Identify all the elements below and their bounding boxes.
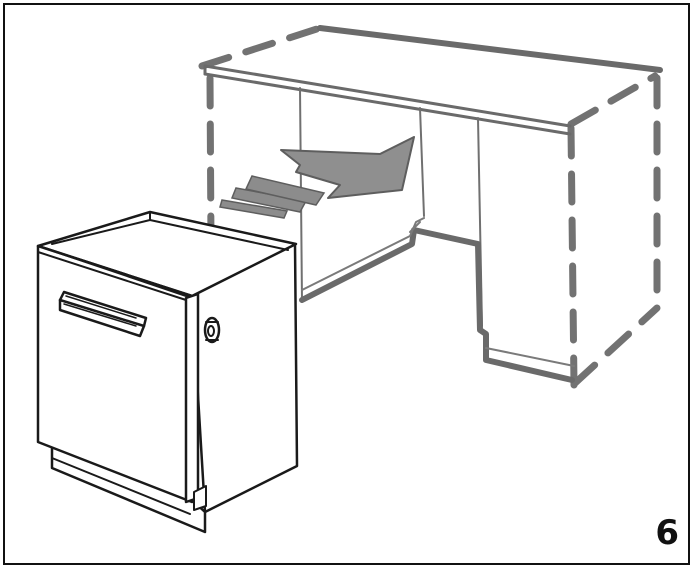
niche-floor-profile xyxy=(299,227,575,383)
step-number: 6 xyxy=(655,513,679,553)
arrow-stripe-1 xyxy=(219,199,289,219)
mounting-bracket xyxy=(193,485,207,511)
door-edge-strip xyxy=(184,292,200,504)
door-handle[interactable] xyxy=(58,290,148,338)
cabinet-dashed-outline xyxy=(198,24,661,389)
niche-center-line-1 xyxy=(419,107,425,217)
cabinet-niche xyxy=(198,24,663,389)
door-hinge-icon xyxy=(203,316,221,344)
dishwasher xyxy=(36,210,299,534)
figure-border xyxy=(3,3,690,565)
push-in-arrow xyxy=(219,136,415,219)
arrow-head xyxy=(280,136,415,199)
arrow-stripe-3 xyxy=(244,175,326,206)
countertop-back-edge xyxy=(317,25,663,73)
countertop-front-edge xyxy=(203,64,572,128)
